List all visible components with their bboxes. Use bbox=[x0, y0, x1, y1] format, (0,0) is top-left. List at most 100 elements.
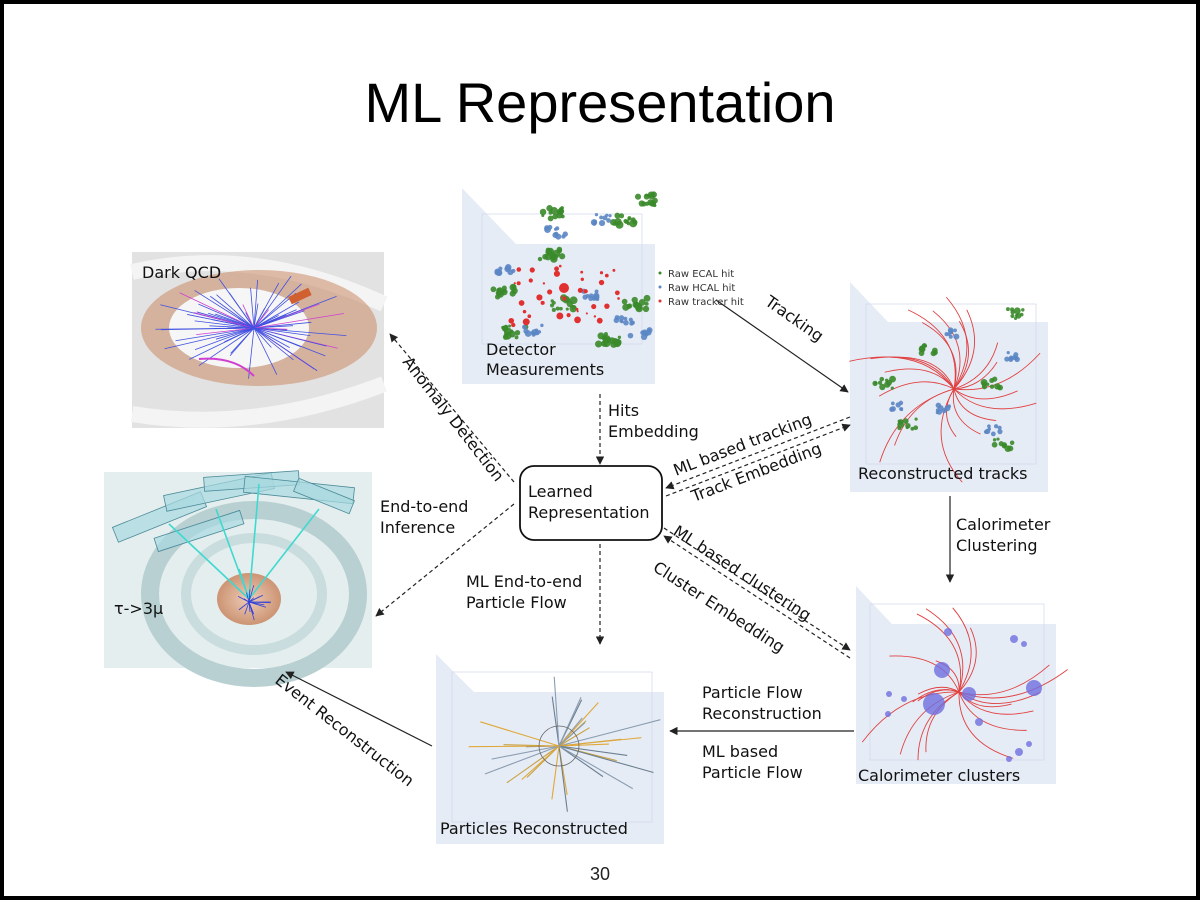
ml-tracking-arrow bbox=[665, 416, 851, 490]
ml-e2e-pf-label-1: ML End-to-end bbox=[466, 572, 582, 591]
ecal-hit bbox=[922, 343, 927, 348]
tracker-hit bbox=[556, 312, 564, 320]
qcd-ray bbox=[193, 312, 255, 329]
tracker-hit bbox=[580, 270, 584, 274]
ecal-hit bbox=[496, 287, 504, 295]
tracker-hit bbox=[528, 278, 533, 283]
track-curve bbox=[958, 627, 977, 693]
ecal-hit bbox=[1013, 316, 1018, 321]
ecal-hit bbox=[1005, 307, 1010, 312]
ecal-hit bbox=[614, 212, 621, 219]
cluster-blob bbox=[944, 628, 952, 636]
hcal-hit bbox=[511, 268, 516, 273]
hit-legend: Raw ECAL hit Raw HCAL hit Raw tracker hi… bbox=[658, 269, 744, 308]
qcd-ray bbox=[253, 327, 272, 348]
hcal-hit bbox=[494, 269, 501, 276]
hcal-hit bbox=[594, 213, 599, 217]
track-embedding-arrow bbox=[665, 423, 851, 497]
particle-line bbox=[553, 676, 560, 747]
tracker-hit bbox=[591, 303, 597, 310]
qcd-ray bbox=[164, 327, 255, 350]
ecal-hit bbox=[547, 215, 554, 222]
tracker-hit bbox=[542, 282, 546, 285]
ecal-hit bbox=[514, 335, 519, 340]
ecal-hit bbox=[571, 304, 576, 310]
legend-hcal: Raw HCAL hit bbox=[668, 283, 735, 294]
qcd-ray bbox=[194, 290, 255, 329]
track-curve bbox=[946, 296, 968, 390]
hcal-hit bbox=[990, 431, 996, 437]
ecal-hit bbox=[913, 425, 919, 431]
ecal-hit bbox=[622, 303, 630, 311]
tau-ray bbox=[248, 601, 251, 613]
cluster-blob bbox=[1006, 756, 1012, 762]
qcd-ray bbox=[215, 313, 255, 329]
ecal-hit bbox=[910, 426, 915, 431]
tracker-hit bbox=[560, 295, 563, 298]
particle-line bbox=[558, 719, 661, 747]
track-curve bbox=[912, 689, 960, 703]
cluster-track-curves bbox=[861, 607, 1068, 761]
ecal-hit bbox=[615, 220, 624, 229]
particles-reconstructed-panel: Particles Reconstructed bbox=[436, 654, 664, 844]
hcal-hit bbox=[997, 429, 1003, 435]
muon-track bbox=[248, 508, 320, 600]
track-curve bbox=[953, 321, 969, 390]
ecal-hit bbox=[877, 380, 883, 385]
track-curve bbox=[953, 309, 976, 390]
legend-tracker: Raw tracker hit bbox=[668, 297, 744, 308]
qcd-ray bbox=[253, 327, 311, 336]
ecal-hit bbox=[600, 340, 608, 347]
track-curve bbox=[953, 388, 1018, 400]
qcd-ray bbox=[253, 292, 297, 329]
hcal-hit bbox=[591, 296, 597, 301]
track-curves bbox=[849, 296, 1041, 483]
cluster-blob bbox=[1026, 680, 1042, 696]
qcd-ray bbox=[250, 287, 255, 329]
particle-line bbox=[558, 722, 586, 747]
ecal-hit bbox=[551, 307, 556, 313]
tau-ray bbox=[248, 589, 251, 603]
particle-line bbox=[551, 745, 560, 800]
hcal-hit bbox=[640, 330, 645, 336]
tracks-label: Reconstructed tracks bbox=[858, 464, 1028, 483]
hcal-hit bbox=[562, 231, 568, 237]
tau-ray bbox=[248, 601, 255, 621]
ecal-hit bbox=[932, 349, 938, 356]
qcd-ray bbox=[253, 275, 292, 329]
calo-clustering-label-1: Calorimeter bbox=[956, 515, 1051, 534]
track-curve bbox=[889, 655, 960, 693]
qcd-ray bbox=[253, 327, 318, 372]
hcal-hit bbox=[623, 319, 629, 326]
hcal-hit bbox=[953, 328, 957, 333]
legend-ecal: Raw ECAL hit bbox=[668, 269, 734, 280]
dark-qcd-event-display: Dark QCD bbox=[130, 252, 388, 428]
cluster-blob bbox=[885, 711, 891, 717]
calo-clustering-label-2: Clustering bbox=[956, 536, 1038, 555]
ecal-hit bbox=[1010, 313, 1015, 319]
hcal-hit bbox=[582, 294, 588, 300]
tau-ray bbox=[248, 601, 265, 606]
ecal-hit bbox=[1013, 307, 1021, 315]
particle-vertex-ring bbox=[538, 725, 580, 767]
ecal-hit bbox=[627, 216, 632, 221]
qcd-ray bbox=[216, 294, 255, 329]
hcal-hit bbox=[544, 225, 550, 231]
cluster-blob bbox=[886, 691, 892, 697]
qcd-ray bbox=[194, 327, 255, 351]
ecal-hit bbox=[1009, 440, 1015, 445]
hcal-hit bbox=[1011, 355, 1017, 361]
tracker-hit bbox=[558, 264, 562, 268]
tracker-hit bbox=[553, 270, 561, 277]
detector-label-1: Detector bbox=[486, 340, 556, 359]
particle-line bbox=[558, 745, 604, 778]
qcd-ray bbox=[230, 327, 255, 354]
center-label-2: Representation bbox=[528, 503, 650, 522]
ecal-hit bbox=[549, 253, 558, 261]
ecal-hit bbox=[610, 340, 618, 348]
ecal-hit bbox=[1007, 445, 1014, 452]
tracker-hit bbox=[598, 279, 605, 286]
cluster-blob bbox=[923, 693, 945, 715]
hcal-legend-dot bbox=[658, 285, 662, 289]
ecal-hit bbox=[1010, 309, 1016, 315]
